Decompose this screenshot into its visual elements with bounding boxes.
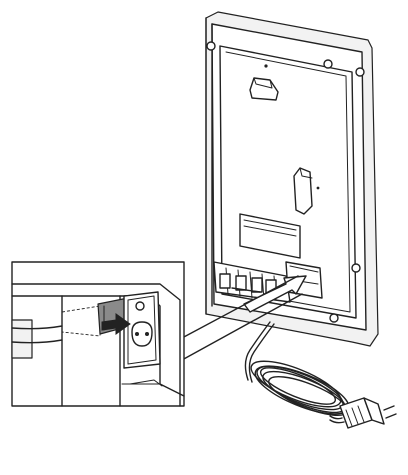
terminal-icon — [235, 275, 247, 291]
cable-entry — [11, 319, 33, 359]
screw-icon — [355, 67, 365, 77]
callout-leaders — [181, 275, 303, 361]
terminal-recess — [239, 213, 301, 259]
screw-icon — [323, 59, 333, 69]
mounting-panel — [205, 11, 379, 347]
wall-plug-icon — [339, 397, 397, 429]
panel-face — [211, 23, 367, 331]
screw-icon — [351, 263, 361, 273]
hanging-slot-upper — [249, 64, 279, 101]
inset-detail — [11, 261, 185, 407]
screw-icon — [206, 41, 216, 51]
panel-inner-border — [219, 45, 357, 319]
panel-left-edge — [205, 17, 213, 315]
screw-icon — [329, 313, 339, 323]
insertion-arrow-black-icon — [101, 313, 131, 335]
terminal-icon — [219, 273, 231, 289]
terminal-icon — [251, 277, 263, 293]
hanging-slot-middle — [293, 167, 320, 215]
power-socket-icon — [123, 291, 161, 369]
coiled-power-cord-icon — [244, 321, 397, 429]
